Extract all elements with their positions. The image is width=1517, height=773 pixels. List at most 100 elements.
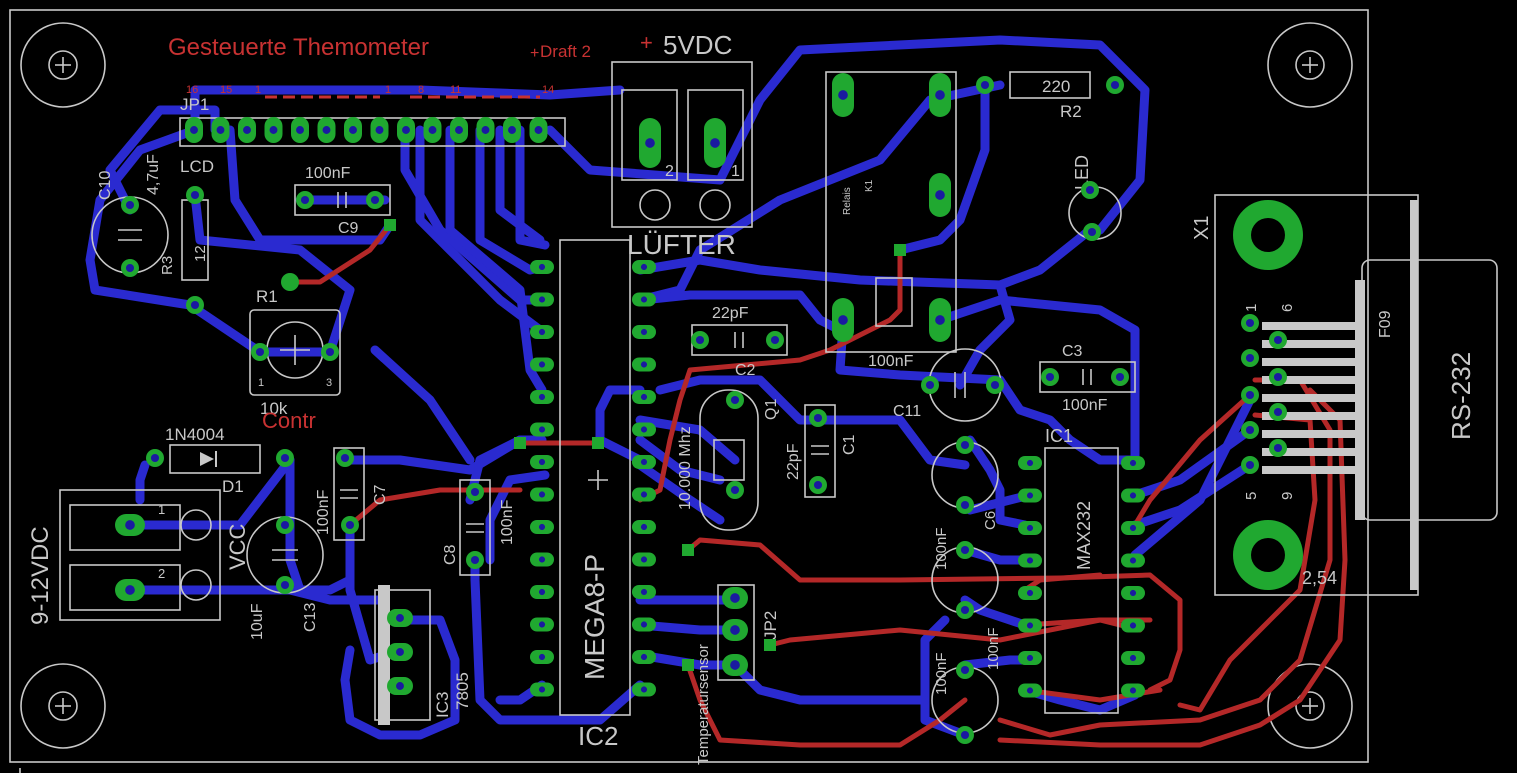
- pad-drill: [1115, 372, 1125, 382]
- pad-drill: [349, 126, 357, 134]
- pad-drill: [125, 200, 135, 210]
- svg-text:LED: LED: [1072, 155, 1092, 190]
- lcd-header-jp1: JP1 LCD 16 15 1 1 8 11 14: [179, 84, 566, 176]
- pad-drill: [1273, 443, 1283, 453]
- pad-drill: [125, 520, 135, 530]
- pad-drill: [640, 523, 648, 531]
- pad-drill: [125, 585, 135, 595]
- trimpot-r1: R1 1 3 10k Contr: [249, 287, 341, 433]
- svg-text:Temperatursensor: Temperatursensor: [695, 644, 712, 765]
- pad-drill: [150, 453, 160, 463]
- pad-drill: [1245, 353, 1255, 363]
- pad-drill: [1129, 654, 1137, 662]
- pad-drill: [538, 588, 546, 596]
- pad-drill: [1273, 335, 1283, 345]
- pad-drill: [640, 426, 648, 433]
- pad-drill: [325, 347, 335, 357]
- svg-text:15: 15: [220, 84, 232, 96]
- svg-text:VCC: VCC: [225, 523, 250, 570]
- pad-drill: [640, 458, 648, 466]
- pad-drill: [538, 556, 546, 563]
- pad-drill: [935, 315, 945, 325]
- svg-text:1: 1: [158, 502, 165, 517]
- pad-drill: [813, 413, 823, 423]
- pad-drill: [640, 588, 648, 596]
- via: [682, 659, 694, 671]
- pad-drill: [190, 300, 200, 310]
- via: [384, 219, 396, 231]
- pad-drill: [710, 138, 720, 148]
- pad-drill: [730, 395, 740, 405]
- pad-drill: [340, 453, 350, 463]
- svg-text:RS-232: RS-232: [1446, 352, 1476, 440]
- svg-text:D1: D1: [222, 477, 244, 496]
- pad-drill: [838, 90, 848, 100]
- pad-drill: [538, 653, 546, 661]
- pad-drill: [428, 126, 437, 134]
- svg-text:IC3: IC3: [433, 692, 452, 718]
- mounting-hole-top-left: [20, 22, 106, 108]
- pad-drill: [1245, 318, 1255, 328]
- pad-drill: [1245, 460, 1255, 470]
- pad-drill: [538, 263, 546, 271]
- board-outline: [9, 9, 1369, 763]
- pad-drill: [538, 621, 546, 628]
- svg-text:R2: R2: [1060, 102, 1082, 121]
- pad-drill: [508, 126, 516, 134]
- pad-drill: [538, 361, 546, 368]
- svg-text:1: 1: [258, 377, 264, 389]
- pad-drill: [838, 315, 848, 325]
- pad-drill: [455, 126, 463, 134]
- fan-terminal: 5VDC + LÜFTER 2 1: [611, 30, 753, 260]
- pad-drill: [645, 138, 655, 148]
- svg-text:C6: C6: [982, 511, 999, 530]
- svg-text:2: 2: [665, 163, 674, 180]
- pad-drill: [640, 263, 648, 271]
- svg-text:9: 9: [1279, 492, 1296, 500]
- power-terminal-9-12vdc: 1 2 9-12VDC: [27, 489, 221, 625]
- svg-text:100nF: 100nF: [315, 489, 332, 535]
- pad-drill: [269, 126, 278, 134]
- pad-drill: [1087, 227, 1097, 237]
- mounting-hole-bottom-right: [1267, 663, 1353, 749]
- svg-text:100nF: 100nF: [933, 527, 950, 570]
- pad-drill: [935, 90, 945, 100]
- svg-text:8: 8: [418, 84, 424, 96]
- svg-text:C10: C10: [97, 171, 114, 200]
- pad-drill: [730, 593, 740, 603]
- svg-text:10k: 10k: [260, 399, 288, 418]
- svg-text:C7: C7: [372, 484, 389, 505]
- pad-drill: [1085, 185, 1095, 195]
- svg-text:IC2: IC2: [578, 721, 618, 751]
- via: [764, 639, 776, 651]
- via: [514, 437, 526, 449]
- svg-text:F09: F09: [1377, 310, 1394, 338]
- pad-drill: [538, 426, 546, 433]
- capacitor-c1: 22pF C1: [785, 404, 858, 498]
- svg-text:5: 5: [1243, 492, 1260, 500]
- svg-text:10uF: 10uF: [249, 603, 266, 640]
- board-title: Gesteuerte Themometer: [168, 34, 429, 61]
- via: [284, 276, 296, 288]
- pad-drill: [1245, 425, 1255, 435]
- draft-label: Draft 2: [540, 42, 591, 61]
- pad-drill: [1129, 622, 1137, 629]
- capacitor-c2: 22pF C2: [691, 305, 788, 379]
- pad-drill: [538, 393, 546, 401]
- svg-text:MEGA8-P: MEGA8-P: [579, 554, 610, 680]
- svg-text:Contr: Contr: [262, 408, 316, 433]
- pad-drill: [730, 485, 740, 495]
- pad-drill: [990, 380, 1000, 390]
- pad-drill: [1273, 372, 1283, 382]
- via: [592, 437, 604, 449]
- pad-drill: [1026, 622, 1034, 629]
- pad-drill: [730, 625, 740, 635]
- rs232-connector-x1: X1 F09 RS-232 1 6 5 9 2,54: [1191, 194, 1498, 596]
- svg-text:LÜFTER: LÜFTER: [627, 229, 736, 260]
- svg-text:R3: R3: [159, 256, 176, 275]
- svg-text:K1: K1: [864, 179, 875, 192]
- svg-text:C3: C3: [1062, 343, 1083, 360]
- pad-drill: [640, 328, 648, 336]
- pad-drill: [1129, 557, 1137, 564]
